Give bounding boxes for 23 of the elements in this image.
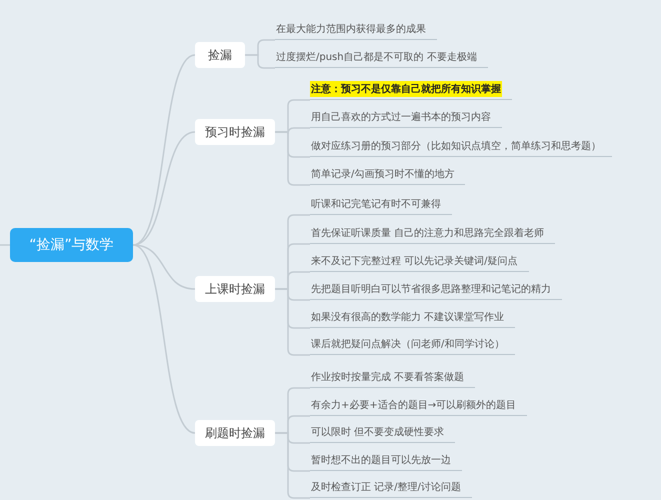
connector-line xyxy=(245,54,275,69)
subtopic-text: 可以限时 但不要变成硬性要求 xyxy=(310,423,456,443)
subtopic-text: 用自己喜欢的方式过一遍书本的预习内容 xyxy=(310,108,502,128)
subtopic-text: 过度摆烂/push自己都是不可取的 不要走极端 xyxy=(275,48,488,68)
subtopic-text: 有余力+必要+适合的题目→可以刷额外的题目 xyxy=(310,396,528,416)
branch-topic: 预习时捡漏 xyxy=(195,119,275,145)
subtopic-text: 如果没有很高的数学能力 不建议课堂写作业 xyxy=(310,308,516,328)
branch-topic: 上课时捡漏 xyxy=(195,276,275,302)
subtopic-text: 简单记录/勾画预习时不懂的地方 xyxy=(310,165,466,185)
subtopic-text: 在最大能力范围内获得最多的成果 xyxy=(275,20,437,40)
branch-topic: 刷题时捡漏 xyxy=(195,420,275,446)
subtopic-text: 暂时想不出的题目可以先放一边 xyxy=(310,451,462,471)
subtopic-text: 听课和记完笔记有时不可兼得 xyxy=(310,195,452,215)
branch-topic: 捡漏 xyxy=(195,42,245,68)
subtopic-text: 首先保证听课质量 自己的注意力和思路完全跟着老师 xyxy=(310,224,556,244)
subtopic-text: 先把题目听明白可以节省很多思路整理和记笔记的精力 xyxy=(310,280,562,300)
subtopic-text: 来不及记下完整过程 可以先记录关键词/疑问点 xyxy=(310,252,529,272)
connector-line xyxy=(132,244,196,434)
subtopic-text: 课后就把疑问点解决（问老师/和同学讨论） xyxy=(310,335,516,355)
subtopic-text: 作业按时按量完成 不要看答案做题 xyxy=(310,368,476,388)
subtopic-text: 做对应练习册的预习部分（比如知识点填空，简单练习和思考题） xyxy=(310,137,612,157)
subtopic-text: 及时检查订正 记录/整理/讨论问题 xyxy=(310,478,472,498)
root-topic: “捡漏”与数学 xyxy=(10,228,133,262)
